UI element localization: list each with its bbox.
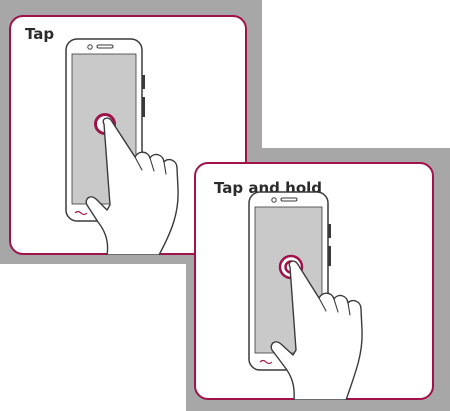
pointing-hand-icon bbox=[85, 117, 179, 255]
tap-and-hold-gesture-illustration bbox=[248, 191, 363, 400]
tap-and-hold-panel: Tap and hold bbox=[194, 162, 434, 400]
tap-panel-title: Tap bbox=[25, 25, 55, 43]
tap-gesture-illustration bbox=[65, 38, 179, 255]
pointing-hand-icon bbox=[270, 260, 363, 400]
